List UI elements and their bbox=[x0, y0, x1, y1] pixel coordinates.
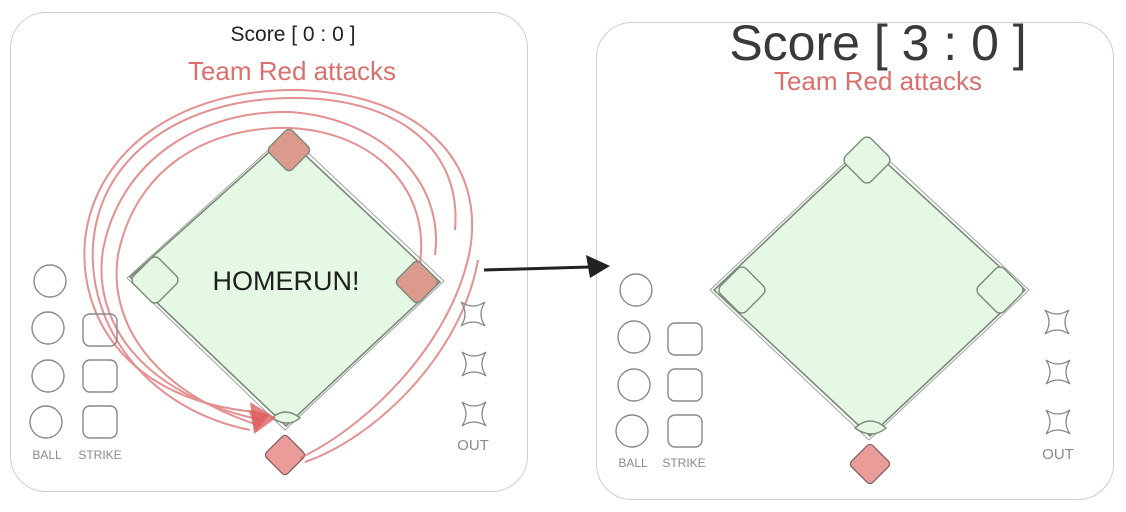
strike-label-after: STRIKE bbox=[662, 456, 706, 470]
strike-indicator-3 bbox=[667, 414, 703, 448]
infield-diamond-right bbox=[712, 143, 1027, 438]
ball-counter-left bbox=[29, 264, 67, 439]
home-plate-left bbox=[270, 411, 302, 424]
x-icon bbox=[461, 351, 487, 377]
homerun-path bbox=[83, 88, 479, 463]
score-display-after: Score [ 3 : 0 ] bbox=[729, 15, 1027, 71]
second-base-left bbox=[267, 128, 311, 172]
home-plate-right bbox=[853, 420, 888, 435]
ball-indicator-4 bbox=[615, 414, 649, 448]
field-left bbox=[126, 128, 445, 476]
ball-indicator-2 bbox=[617, 320, 651, 354]
x-icon bbox=[1044, 309, 1070, 335]
strike-indicator-1 bbox=[667, 322, 703, 356]
homerun-label: HOMERUN! bbox=[212, 266, 360, 296]
attacking-team-before: Team Red attacks bbox=[187, 56, 397, 86]
ball-indicator-3 bbox=[31, 359, 65, 393]
x-icon bbox=[460, 301, 486, 327]
strike-label-before: STRIKE bbox=[78, 448, 122, 462]
x-icon bbox=[1045, 409, 1071, 435]
batter-runner-right bbox=[849, 443, 891, 485]
strike-indicator-1 bbox=[82, 313, 118, 347]
second-base-right bbox=[843, 136, 891, 184]
field-right bbox=[709, 136, 1030, 485]
out-label-after: OUT bbox=[1042, 446, 1074, 463]
third-base-right bbox=[718, 266, 766, 314]
first-base-right bbox=[976, 266, 1024, 314]
strike-indicator-3 bbox=[82, 405, 118, 439]
ball-indicator-2 bbox=[31, 311, 65, 345]
ball-label-after: BALL bbox=[618, 456, 648, 470]
score-display-before: Score [ 0 : 0 ] bbox=[230, 23, 356, 46]
ball-indicator-4 bbox=[29, 405, 63, 439]
third-base-left bbox=[131, 256, 179, 304]
strike-counter-right bbox=[667, 322, 703, 448]
x-icon bbox=[1045, 359, 1071, 385]
arrow-right-icon bbox=[483, 255, 610, 278]
ball-label-before: BALL bbox=[32, 448, 62, 462]
infield-diamond-left bbox=[128, 135, 442, 428]
ball-indicator-3 bbox=[617, 368, 651, 402]
out-counter-left bbox=[460, 301, 487, 427]
strike-counter-left bbox=[82, 313, 118, 439]
ball-indicator-1 bbox=[33, 264, 67, 298]
strike-indicator-2 bbox=[82, 359, 118, 393]
x-icon bbox=[461, 401, 487, 427]
first-base-left bbox=[395, 260, 439, 304]
out-counter-right bbox=[1044, 309, 1071, 435]
ball-counter-right bbox=[615, 273, 653, 448]
out-label-before: OUT bbox=[457, 437, 489, 454]
ball-indicator-1 bbox=[619, 273, 653, 307]
batter-runner-left bbox=[264, 434, 306, 476]
strike-indicator-2 bbox=[667, 368, 703, 402]
attacking-team-after: Team Red attacks bbox=[773, 66, 983, 96]
